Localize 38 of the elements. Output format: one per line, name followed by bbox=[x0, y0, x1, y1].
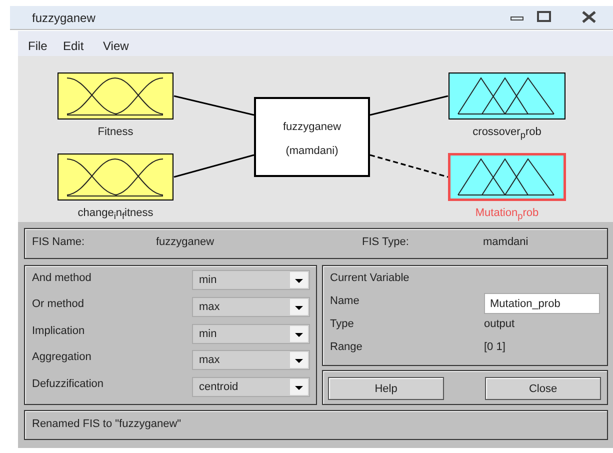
variable-label: crossover$_{p}$rob bbox=[472, 126, 542, 140]
window-title: fuzzyganew bbox=[32, 11, 96, 25]
menu-item: File bbox=[28, 39, 48, 53]
panel-heading: Current Variable bbox=[330, 272, 410, 284]
input-field: Mutation_prob bbox=[484, 293, 600, 314]
menu-item: Edit bbox=[63, 39, 84, 53]
field-label: Type bbox=[330, 318, 354, 330]
field-label: Range bbox=[330, 341, 362, 353]
field-value: output bbox=[484, 318, 515, 330]
dropdown: max bbox=[192, 297, 310, 317]
dropdown: centroid bbox=[192, 377, 310, 397]
field-value: [0 1] bbox=[484, 341, 506, 353]
field-value: mamdani bbox=[483, 236, 528, 248]
dropdown: min bbox=[192, 270, 310, 290]
variable-label: Fitness bbox=[96, 126, 134, 138]
field-label: Aggregation bbox=[32, 351, 92, 363]
field-label: And method bbox=[32, 272, 92, 284]
field-label: Or method bbox=[32, 298, 84, 310]
help-button: Help bbox=[328, 377, 444, 400]
field-label: Name bbox=[330, 295, 360, 307]
field-label: FIS Name: bbox=[32, 236, 85, 248]
field-label: Defuzzification bbox=[32, 378, 104, 390]
variable-label: change$_{i}$n$_{f}$itness bbox=[76, 207, 154, 222]
dropdown: max bbox=[192, 350, 310, 370]
system-name: fuzzyganew bbox=[282, 121, 342, 133]
dropdown: min bbox=[192, 324, 310, 344]
connector-line bbox=[174, 154, 254, 178]
field-value: fuzzyganew bbox=[156, 236, 214, 248]
variable-label: Mutation$_{p}$rob bbox=[474, 207, 540, 222]
status-message: Renamed FIS to "fuzzyganew" bbox=[32, 418, 182, 430]
field-label: FIS Type: bbox=[362, 236, 409, 248]
connector-line bbox=[370, 95, 448, 116]
system-type: (mamdani) bbox=[284, 145, 340, 157]
menu-item: View bbox=[103, 39, 129, 53]
close-button: Close bbox=[485, 377, 601, 400]
field-label: Implication bbox=[32, 325, 85, 337]
connector-line bbox=[370, 154, 448, 178]
connector-line bbox=[174, 95, 254, 116]
